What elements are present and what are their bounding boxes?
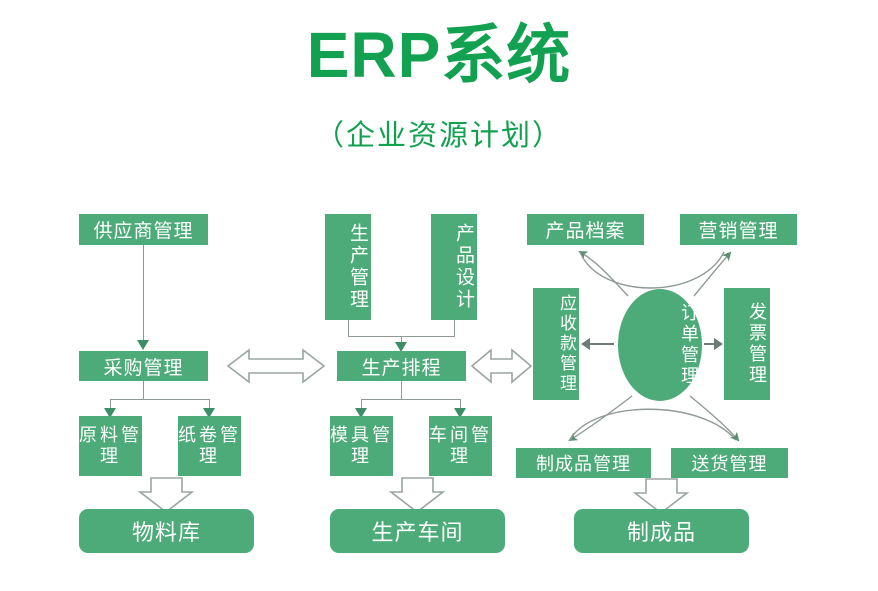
- node-paper-roll-mgmt[interactable]: 纸卷管理: [178, 416, 241, 476]
- connector-purchase-to-raw: [110, 399, 111, 412]
- connector-purchase-bus: [110, 399, 209, 400]
- node-label: 营销管理: [698, 221, 779, 242]
- node-label: 物料库: [131, 520, 201, 545]
- node-product-design[interactable]: 产品设计: [431, 214, 477, 320]
- page-subtitle: （企业资源计划）: [314, 120, 563, 152]
- node-production-workshop[interactable]: 生产车间: [330, 509, 505, 553]
- node-production-mgmt[interactable]: 生产管理: [325, 214, 371, 320]
- connector-production-mgmt-down: [348, 320, 349, 336]
- node-invoice-mgmt[interactable]: 发票管理: [724, 288, 770, 400]
- connector-purchase-stem: [143, 381, 144, 399]
- node-supplier-mgmt[interactable]: 供应商管理: [79, 214, 208, 245]
- curve-order-to-delivery-mgmt: [689, 395, 740, 442]
- arrowhead-schedule-to-workshop: [454, 408, 466, 418]
- node-label: 应收款管理: [557, 294, 576, 394]
- node-workshop-mgmt[interactable]: 车间管理: [429, 416, 492, 476]
- block-arrow-to-material-warehouse: [137, 477, 195, 514]
- curve-order-to-product-archive: [578, 251, 629, 297]
- connector-schedule-to-mold: [361, 399, 362, 412]
- arrowhead-purchase-to-raw: [104, 408, 116, 418]
- node-label: 产品设计: [453, 223, 474, 311]
- node-production-schedule[interactable]: 生产排程: [337, 351, 466, 381]
- curve-order-to-finished-goods-mgmt: [568, 395, 633, 442]
- connector-order-to-invoice: [704, 343, 716, 345]
- curve-top-connector-base: [579, 251, 725, 289]
- connector-schedule-to-workshop: [460, 399, 461, 412]
- connector-product-design-down: [454, 320, 455, 336]
- connector-schedule-bus: [361, 399, 460, 400]
- connector-purchase-to-paperroll: [209, 399, 210, 412]
- node-label: 制成品管理: [536, 454, 631, 474]
- node-label: 供应商管理: [93, 221, 194, 242]
- node-label: 发票管理: [747, 302, 767, 386]
- bidirectional-arrow-purchase-production: [226, 348, 326, 384]
- node-label: 原料管理: [79, 424, 142, 466]
- node-label: 纸卷管理: [178, 424, 241, 466]
- node-purchase-mgmt[interactable]: 采购管理: [79, 351, 208, 381]
- connector-supplier-to-purchase: [143, 245, 144, 344]
- arrowhead-to-production-schedule: [395, 342, 407, 352]
- node-label: 生产管理: [347, 223, 368, 311]
- connector-merge-stem-production: [401, 336, 402, 346]
- node-finished-goods[interactable]: 制成品: [574, 509, 749, 553]
- arrowhead-purchase-to-paperroll: [203, 408, 215, 418]
- node-label: 产品档案: [545, 221, 626, 242]
- node-finished-goods-mgmt[interactable]: 制成品管理: [516, 448, 651, 478]
- node-product-archive[interactable]: 产品档案: [527, 214, 644, 245]
- curve-bottom-connector-base: [569, 408, 737, 441]
- node-marketing-mgmt[interactable]: 营销管理: [680, 214, 797, 245]
- node-label: 送货管理: [691, 454, 768, 474]
- node-receivables-mgmt[interactable]: 应收款管理: [533, 288, 579, 400]
- node-label: 生产车间: [371, 520, 464, 545]
- bidirectional-arrow-production-receivables: [470, 348, 533, 384]
- arrowhead-order-to-receivables: [581, 338, 590, 350]
- page-title: ERP系统: [306, 19, 572, 91]
- node-material-warehouse[interactable]: 物料库: [79, 509, 254, 553]
- node-delivery-mgmt[interactable]: 送货管理: [671, 448, 788, 478]
- block-arrow-to-finished-goods: [632, 478, 690, 515]
- connector-order-to-receivables: [590, 343, 614, 345]
- node-label: 制成品: [626, 520, 696, 545]
- arrowhead-order-to-invoice: [714, 338, 723, 350]
- block-arrow-to-production-workshop: [388, 477, 446, 514]
- node-label: 车间管理: [429, 424, 492, 466]
- node-raw-material-mgmt[interactable]: 原料管理: [79, 416, 142, 476]
- node-order-mgmt[interactable]: 订单管理: [618, 289, 702, 401]
- node-label: 采购管理: [103, 357, 184, 379]
- arrowhead-schedule-to-mold: [355, 408, 367, 418]
- node-label: 订单管理: [679, 303, 699, 387]
- node-label: 生产排程: [361, 357, 442, 379]
- node-label: 模具管理: [330, 424, 393, 466]
- node-mold-mgmt[interactable]: 模具管理: [330, 416, 393, 476]
- connector-schedule-stem: [401, 381, 402, 399]
- arrowhead-supplier-to-purchase: [137, 340, 149, 350]
